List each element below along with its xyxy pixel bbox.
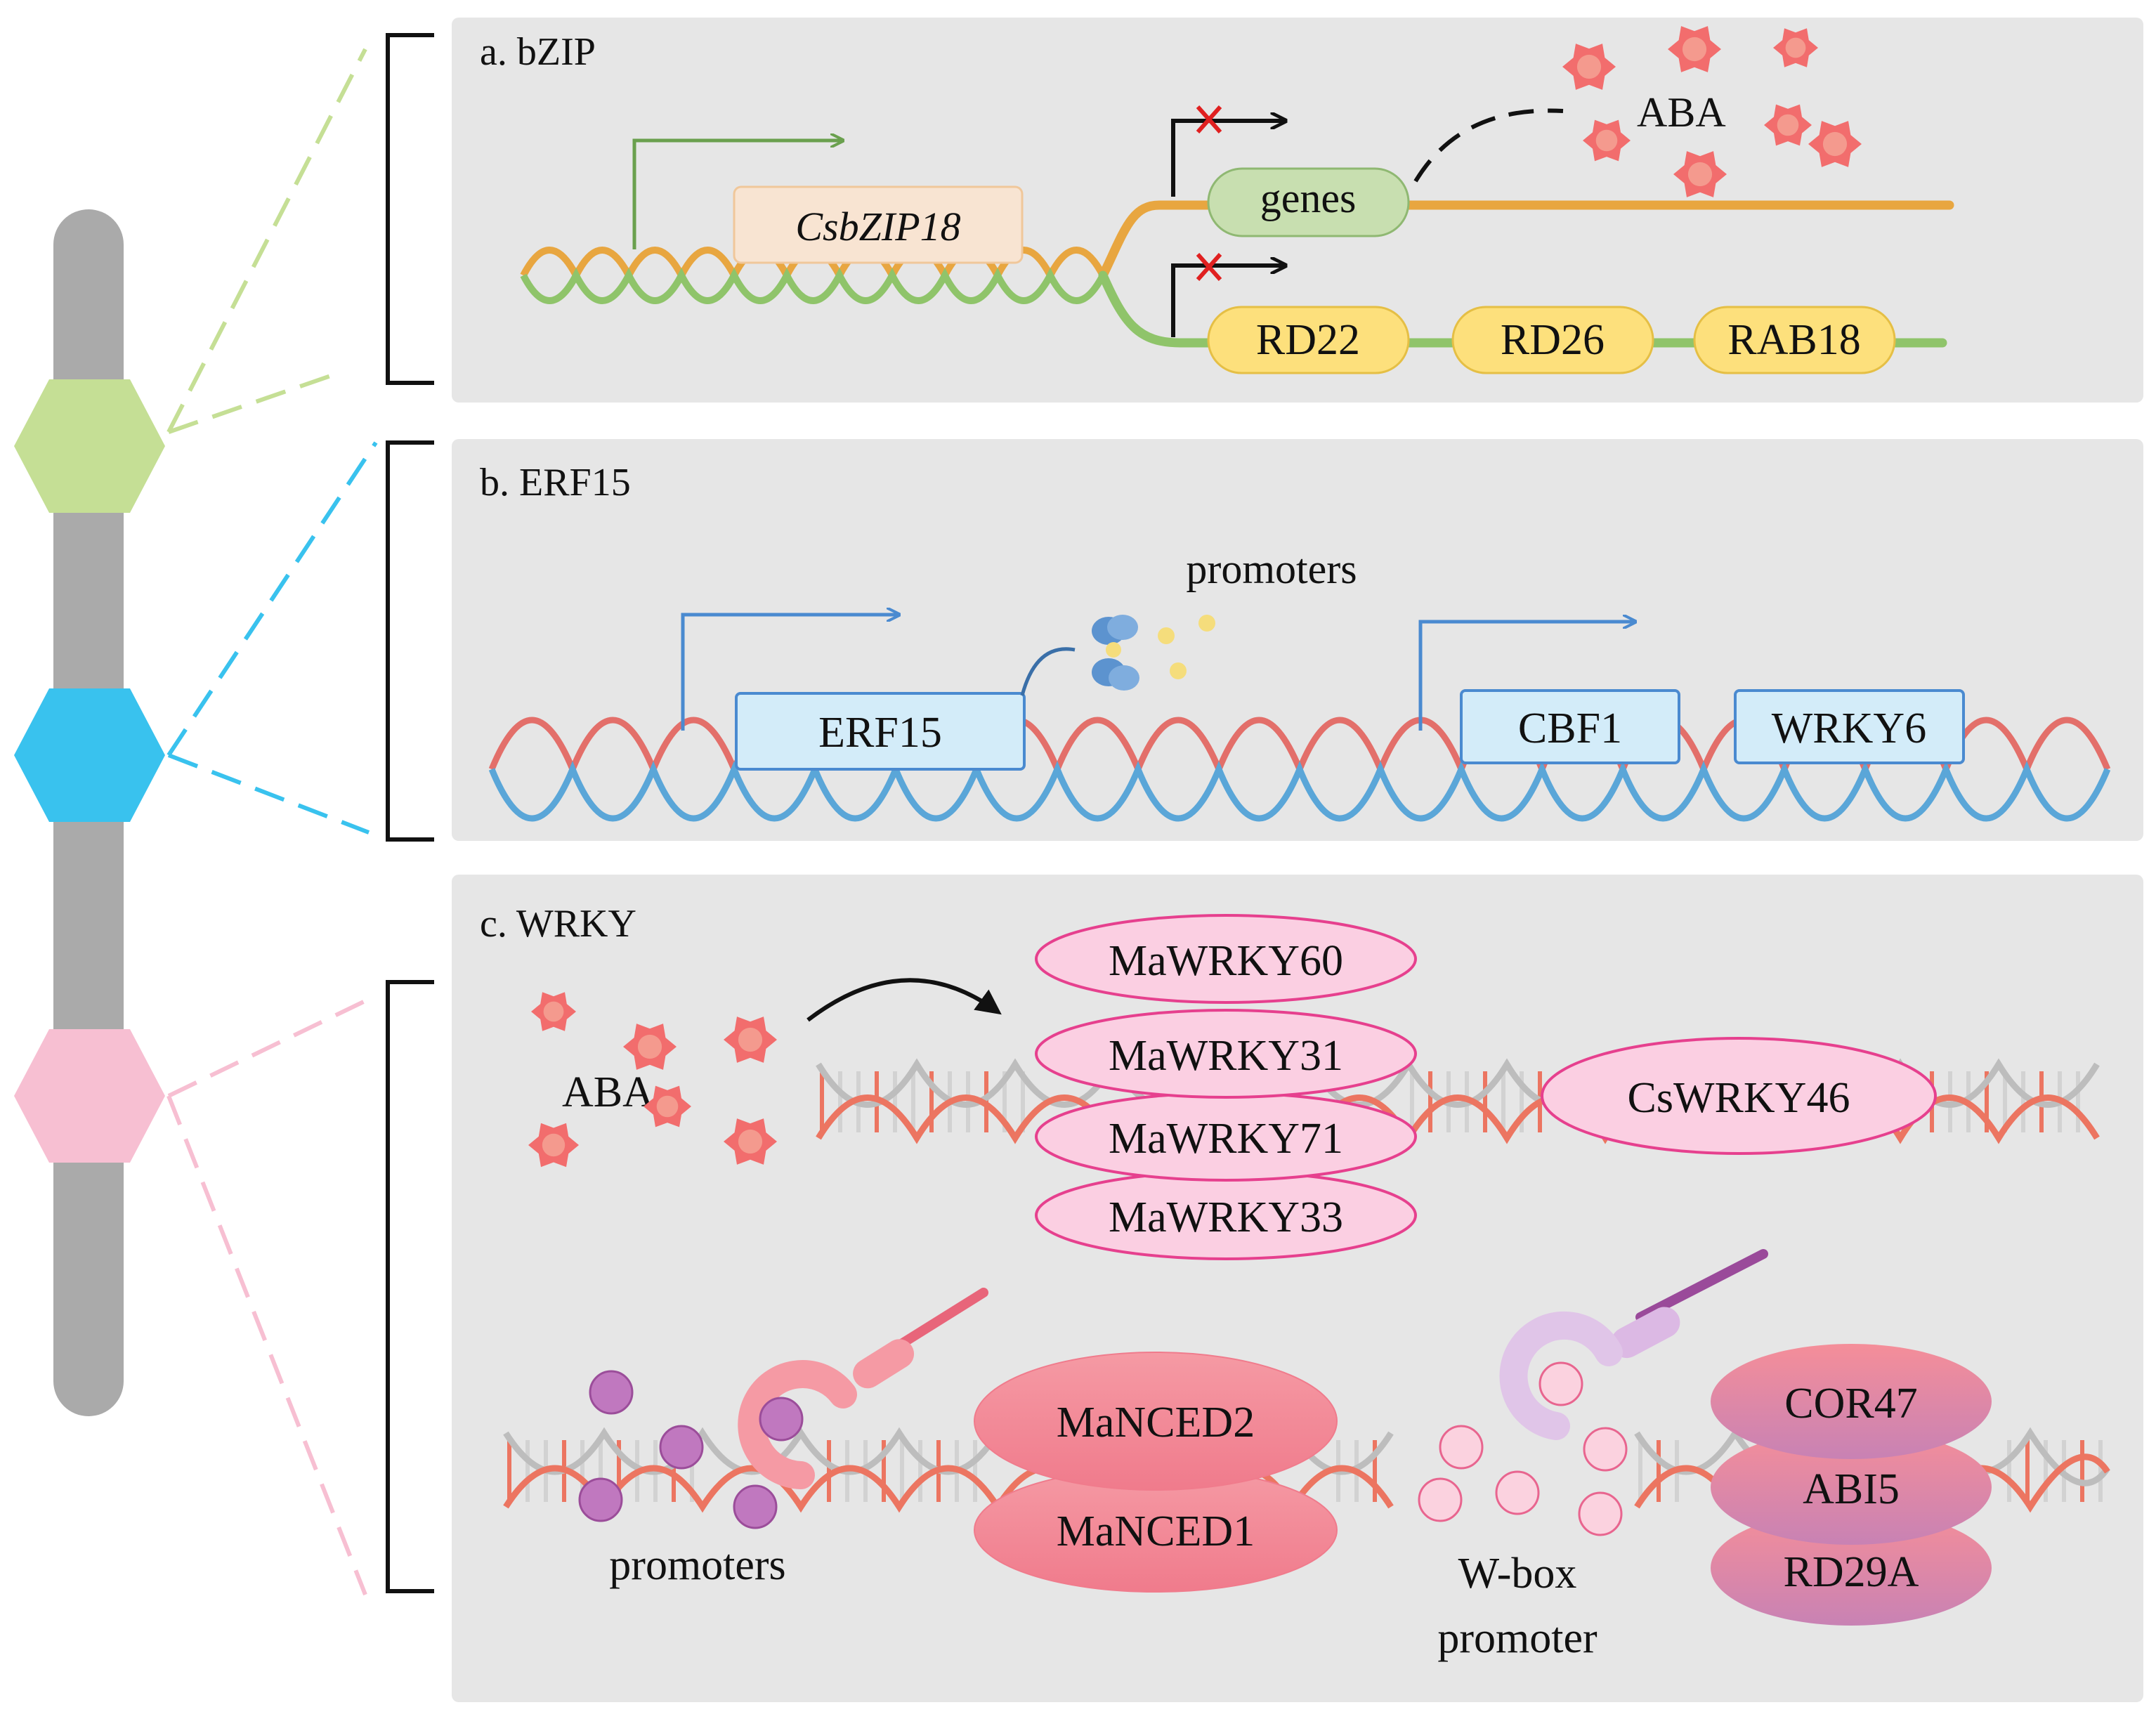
connector-b-bottom — [167, 753, 370, 835]
panel-a-title: a. bZIP — [480, 30, 596, 74]
csbzip18-label: CsbZIP18 — [795, 204, 960, 249]
manced2-label: MaNCED2 — [1057, 1399, 1255, 1446]
wbox-promoter-molecules — [1418, 1361, 1628, 1536]
receptor-icon-pink — [738, 1288, 988, 1489]
mawrky31-label: MaWRKY31 — [1109, 1032, 1343, 1080]
aba-molecules-c — [528, 992, 777, 1168]
mawrky33-label: MaWRKY33 — [1109, 1194, 1343, 1241]
genes-inhibit-mark — [1196, 105, 1222, 133]
dna-helix-b-strand2 — [488, 761, 2111, 822]
aba-molecule-core — [1785, 37, 1806, 58]
manced-stack: MaNCED1 MaNCED2 — [974, 1352, 1338, 1593]
brackets — [386, 33, 434, 1593]
erf15-box — [735, 692, 1026, 771]
aba-molecule-core — [1822, 131, 1848, 157]
erf15-tss-arrow — [681, 615, 899, 731]
panel-a-bzip: a. bZIP CsbZIP18 genes ABA RD22 RD26 RAB… — [452, 18, 2143, 403]
cbf1-tss-arrow — [1418, 622, 1635, 731]
aba-molecule-core — [738, 1027, 763, 1052]
wbox-label-line2: promoter — [1437, 1614, 1598, 1662]
receptor-icon-lilac — [1499, 1249, 1768, 1440]
connector-c-top — [167, 995, 374, 1098]
abi5-ellipse — [1711, 1430, 1992, 1545]
panel-c-wrky: c. WRKY ABA MaWRKY33 MaWRKY71 MaWRKY31 M… — [452, 875, 2143, 1702]
aba-regulation-dashed-arc — [1413, 108, 1564, 183]
rd-genes-inhibit-mark — [1196, 253, 1222, 281]
aba-molecule-core — [543, 1001, 564, 1022]
connector-b-top — [166, 441, 378, 757]
connector-a-top — [166, 48, 367, 433]
aba-molecule-core — [1687, 162, 1713, 187]
rd26-label: RD26 — [1501, 316, 1605, 364]
promoter-molecules-purple — [578, 1370, 804, 1529]
aba-label-c: ABA — [562, 1068, 654, 1116]
manced1-label: MaNCED1 — [1057, 1508, 1255, 1555]
genes-label: genes — [1260, 175, 1357, 221]
aba-molecule-core — [1576, 54, 1602, 79]
bracket-b — [386, 440, 434, 842]
rd22-label: RD22 — [1256, 316, 1360, 364]
cbf1-label: CBF1 — [1518, 705, 1622, 752]
hexagon-wrky-locus — [14, 1029, 165, 1163]
rd29a-label: RD29A — [1784, 1548, 1919, 1596]
connector-a-bottom — [168, 370, 341, 434]
aba-molecule-core — [1682, 37, 1707, 62]
chromosome — [14, 209, 165, 1416]
mawrky60-label: MaWRKY60 — [1109, 937, 1343, 985]
dna-helix-a-strand2 — [520, 268, 1106, 304]
genes-tss-arrow — [1171, 121, 1286, 197]
mawrky71-label: MaWRKY71 — [1109, 1115, 1343, 1163]
mawrky-stack: MaWRKY33 MaWRKY71 MaWRKY31 MaWRKY60 — [1035, 914, 1417, 1260]
csbzip18-tss-arrow — [632, 140, 843, 249]
rab18-box — [1693, 306, 1896, 374]
connector-c-bottom — [166, 1094, 367, 1596]
rd29a-ellipse — [1711, 1510, 1992, 1626]
rd22-box — [1207, 306, 1410, 374]
mawrky31-ellipse — [1035, 1009, 1417, 1099]
zoom-connectors — [166, 48, 378, 1596]
strand-lower — [1098, 270, 1947, 348]
hexagon-erf15-locus — [14, 688, 165, 822]
rab18-label: RAB18 — [1727, 316, 1860, 364]
manced2-ellipse — [974, 1352, 1338, 1491]
rd26-box — [1451, 306, 1654, 374]
cswrky46-ellipse — [1541, 1037, 1937, 1155]
strand-upper — [1098, 200, 1954, 280]
rd-genes-tss-arrow — [1171, 266, 1286, 337]
aba-molecule-core — [1777, 114, 1799, 136]
cswrky46-label: CsWRKY46 — [1628, 1074, 1850, 1122]
promoter-binding-protein-icon — [1092, 615, 1139, 691]
cor47-ellipse — [1711, 1344, 1992, 1459]
aba-label-a: ABA — [1637, 89, 1726, 136]
panel-b-erf15: b. ERF15 ERF15 promoters CBF1 WRKY6 — [452, 439, 2143, 841]
csbzip18-box — [733, 185, 1024, 264]
wrky6-label: WRKY6 — [1772, 705, 1926, 752]
bracket-a — [386, 33, 434, 385]
aba-molecule-core — [1595, 129, 1618, 152]
aba-molecule-core — [738, 1129, 763, 1154]
wbox-label-line1: W-box — [1458, 1550, 1577, 1597]
mawrky60-ellipse — [1035, 914, 1417, 1004]
bracket-c — [386, 980, 434, 1593]
erf15-label: ERF15 — [818, 709, 942, 757]
cbf1-box — [1460, 689, 1680, 764]
hexagon-bzip-locus — [14, 379, 165, 513]
genes-box — [1207, 167, 1410, 237]
wrky6-box — [1734, 689, 1965, 764]
promoter-dots — [1158, 615, 1215, 679]
aba-molecule-core — [656, 1095, 679, 1118]
aba-activation-arrow — [806, 978, 1002, 1022]
aba-molecules-a — [1562, 26, 1862, 197]
abi5-label: ABI5 — [1803, 1465, 1900, 1513]
aba-molecule-core — [542, 1133, 566, 1157]
promoters-label-b: promoters — [1186, 546, 1357, 592]
panel-b-title: b. ERF15 — [480, 461, 631, 504]
aba-molecule-core — [637, 1034, 662, 1059]
panel-c-title: c. WRKY — [480, 902, 636, 946]
erf15-to-promoter-link — [1020, 647, 1076, 696]
target-gene-stack: RD29A ABI5 COR47 — [1711, 1344, 1992, 1626]
cor47-label: COR47 — [1784, 1380, 1917, 1427]
promoters-label-c: promoters — [609, 1541, 785, 1589]
